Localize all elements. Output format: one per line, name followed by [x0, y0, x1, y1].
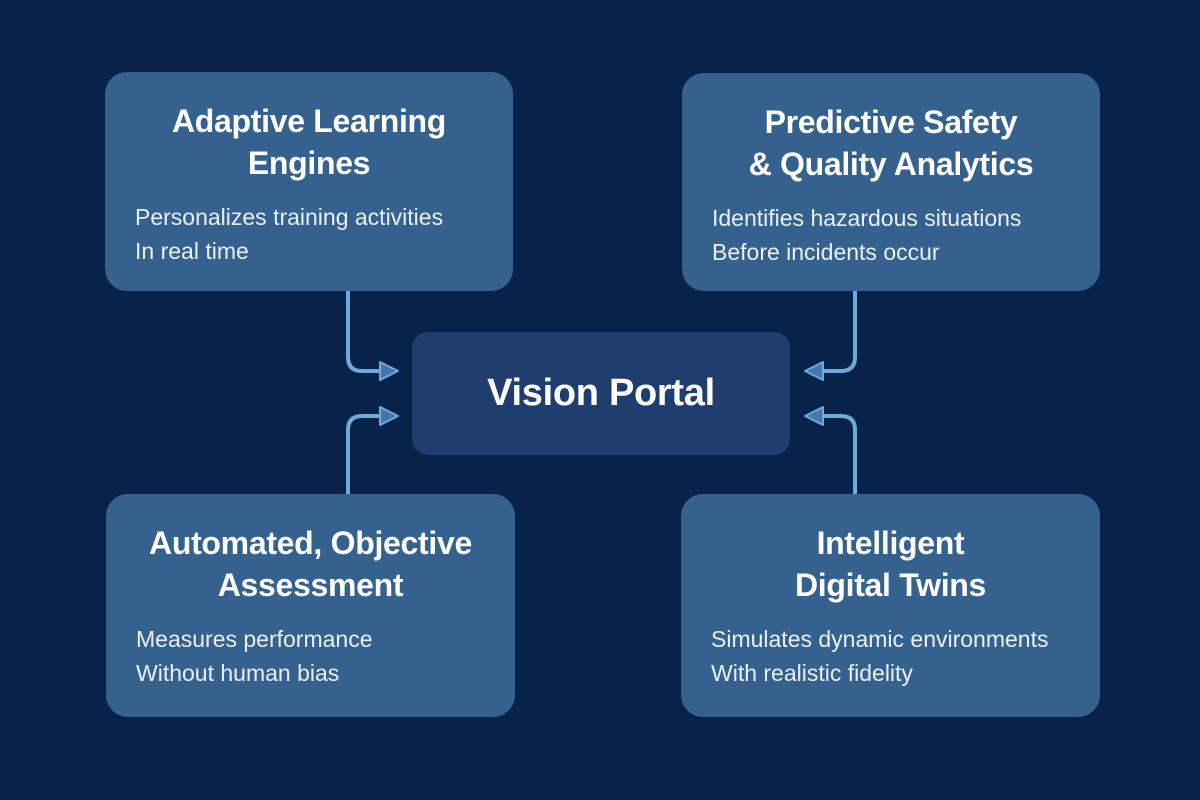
box-desc-line: Identifies hazardous situations — [712, 205, 1022, 231]
box-desc-line: In real time — [135, 238, 249, 264]
box-title: Predictive Safety & Quality Analytics — [712, 101, 1070, 185]
box-title: Adaptive Learning Engines — [135, 100, 483, 184]
box-title-line: Adaptive Learning — [171, 103, 447, 139]
connector-adaptive-to-portal — [346, 291, 380, 373]
box-title-line: Assessment — [217, 567, 404, 603]
box-title-line: & Quality Analytics — [748, 146, 1034, 182]
box-title-line: Predictive Safety — [764, 104, 1018, 140]
box-title: Automated, Objective Assessment — [136, 522, 485, 606]
arrow-left-icon — [804, 361, 824, 381]
arrow-right-icon — [379, 406, 399, 426]
box-title-line: Engines — [247, 145, 371, 181]
box-adaptive-learning-engines: Adaptive Learning Engines Personalizes t… — [105, 72, 513, 291]
arrow-right-icon — [379, 361, 399, 381]
box-title-line: Intelligent — [816, 525, 965, 561]
box-title-line: Digital Twins — [794, 567, 987, 603]
arrow-left-icon — [804, 406, 824, 426]
connector-twins-to-portal — [823, 414, 857, 494]
box-description: Simulates dynamic environments With real… — [711, 622, 1070, 690]
box-description: Identifies hazardous situations Before i… — [712, 201, 1070, 269]
box-title-line: Automated, Objective — [149, 525, 472, 561]
box-description: Personalizes training activities In real… — [135, 200, 483, 268]
vision-portal-label: Vision Portal — [487, 372, 715, 414]
box-desc-line: Measures performance — [136, 626, 373, 652]
connector-assessment-to-portal — [346, 414, 380, 494]
connector-predictive-to-portal — [823, 291, 857, 373]
box-title: Intelligent Digital Twins — [711, 522, 1070, 606]
box-desc-line: Simulates dynamic environments — [711, 626, 1049, 652]
box-automated-objective-assessment: Automated, Objective Assessment Measures… — [106, 494, 515, 717]
box-predictive-safety-quality-analytics: Predictive Safety & Quality Analytics Id… — [682, 73, 1100, 291]
box-description: Measures performance Without human bias — [136, 622, 485, 690]
box-desc-line: Personalizes training activities — [135, 204, 444, 230]
box-desc-line: With realistic fidelity — [711, 660, 913, 686]
vision-portal-box: Vision Portal — [412, 332, 790, 455]
box-intelligent-digital-twins: Intelligent Digital Twins Simulates dyna… — [681, 494, 1100, 717]
box-desc-line: Without human bias — [136, 660, 340, 686]
box-desc-line: Before incidents occur — [712, 239, 940, 265]
